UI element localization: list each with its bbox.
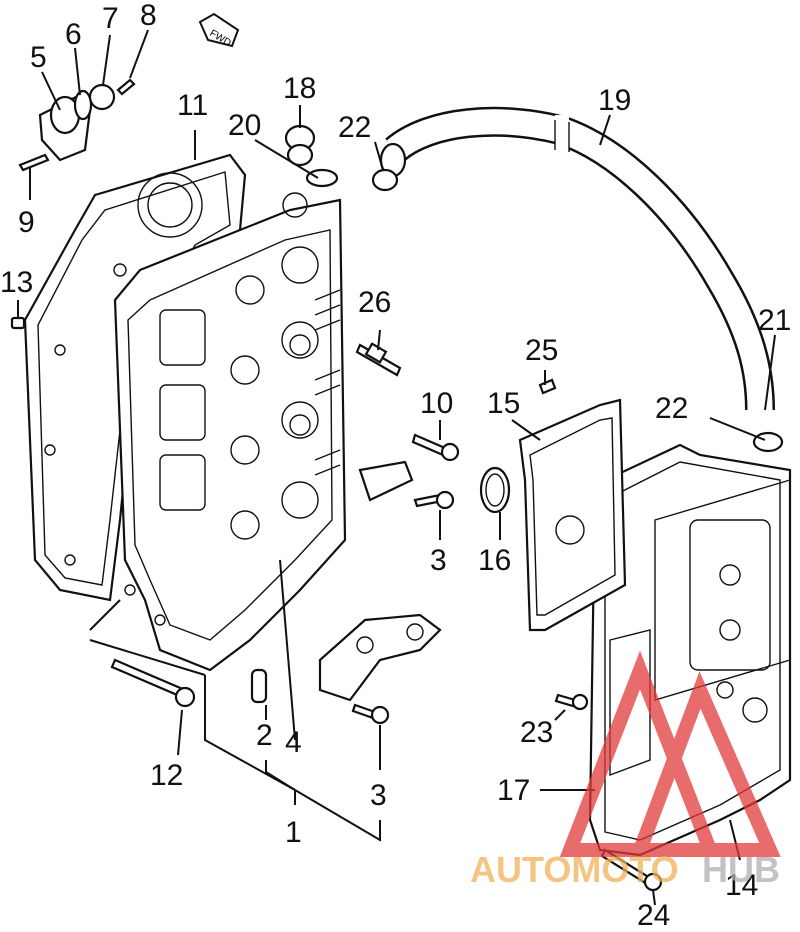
fwd-arrow-icon: FWD — [198, 12, 240, 49]
callout-11: 11 — [177, 89, 208, 122]
callout-19: 19 — [598, 84, 631, 117]
callout-6: 6 — [65, 18, 82, 51]
thermostat — [284, 124, 339, 188]
callout-4: 4 — [285, 726, 302, 759]
callout-23: 23 — [520, 716, 553, 749]
callout-15: 15 — [487, 387, 520, 420]
callout-16: 16 — [478, 544, 511, 577]
callout-14: 14 — [725, 869, 758, 902]
callout-5: 5 — [30, 41, 47, 74]
callout-22-top: 22 — [338, 111, 371, 144]
watermark-text-a: AUTOMOTO — [470, 849, 679, 890]
callout-8: 8 — [140, 0, 157, 32]
callout-10: 10 — [420, 387, 453, 420]
callout-25: 25 — [525, 334, 558, 367]
callout-3-low: 3 — [370, 779, 387, 812]
callout-26: 26 — [358, 286, 391, 319]
watermark-logo: AUTOMOTO HUB — [470, 650, 781, 890]
thermostat-cover — [38, 78, 136, 162]
watermark-text-b: HUB — [702, 849, 780, 890]
callout-3-mid: 3 — [430, 544, 447, 577]
callout-20: 20 — [228, 109, 261, 142]
brackets — [318, 460, 442, 702]
callout-13: 13 — [0, 266, 33, 299]
callout-12: 12 — [150, 759, 183, 792]
callout-17: 17 — [497, 774, 530, 807]
o-ring — [479, 466, 511, 514]
callout-22-right: 22 — [655, 392, 688, 425]
callout-2: 2 — [256, 719, 273, 752]
callout-24: 24 — [637, 899, 670, 932]
callout-7: 7 — [102, 2, 119, 35]
cylinder-head — [113, 192, 347, 672]
callout-18: 18 — [283, 72, 316, 105]
callout-21: 21 — [758, 304, 791, 337]
callout-1: 1 — [285, 816, 302, 849]
leader-lines — [17, 29, 776, 906]
spark-plug — [355, 342, 402, 377]
cover-gasket — [518, 398, 627, 632]
callout-9: 9 — [18, 206, 35, 239]
water-hose — [379, 106, 775, 411]
